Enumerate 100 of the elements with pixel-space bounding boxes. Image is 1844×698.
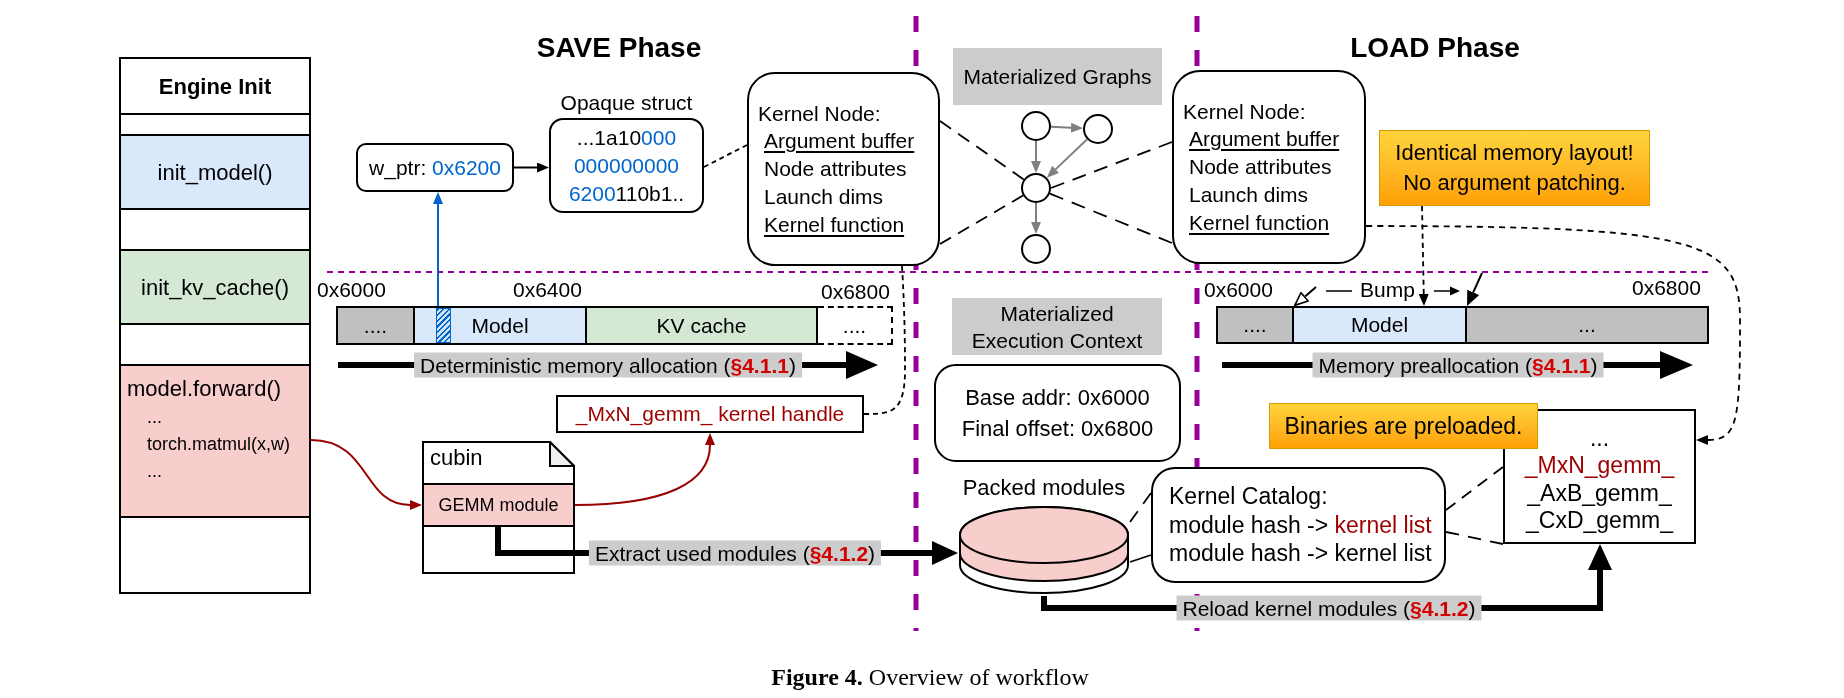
callout-text: Binaries are preloaded. — [1284, 412, 1523, 439]
segment-label: .... — [842, 313, 867, 337]
dashed-line — [703, 144, 748, 168]
dashed-line — [1129, 492, 1152, 523]
callout-text: Identical memory layout! — [1395, 140, 1634, 165]
memory-segment — [1292, 306, 1467, 344]
dashed-line — [863, 265, 906, 415]
dashed-arrow — [1418, 205, 1429, 306]
column-title: Engine Init — [158, 73, 272, 99]
step-row — [119, 249, 311, 323]
arrow-label: Memory preallocation (§4.1.1) — [1312, 352, 1604, 378]
ellipsis-text: ... — [1589, 424, 1610, 451]
cylinder-title: Packed modules — [962, 474, 1126, 500]
callout-text: No argument patching. — [1403, 170, 1626, 195]
code-line: torch.matmul(x,w) — [147, 434, 290, 454]
catalog-entry: module hash -> — [1169, 511, 1329, 538]
arrow — [1031, 202, 1041, 234]
segment-label: KV cache — [656, 313, 747, 337]
ellipsis-text: ... — [147, 461, 162, 481]
section-title: Materialized Graphs — [963, 65, 1152, 88]
address-value: 0x6200 — [432, 155, 501, 179]
field-label: Argument buffer — [1189, 126, 1340, 150]
dashed-line — [1050, 141, 1173, 189]
dashed-line — [1445, 466, 1504, 511]
callout-box — [1269, 403, 1538, 449]
dashed-line — [1129, 554, 1152, 563]
edge-label: Reload kernel modules (§4.1.2) — [1176, 595, 1482, 621]
memory-segment — [336, 306, 415, 345]
caption: Figure 4. Overview of workflow — [771, 663, 1089, 691]
function-label: init_kv_cache() — [141, 274, 289, 300]
callout-box — [1379, 130, 1650, 206]
field-label: Kernel function — [1189, 210, 1330, 234]
hatched-block — [436, 308, 451, 343]
field-label: Argument buffer — [764, 128, 915, 152]
memory-segment — [818, 306, 893, 345]
catalog-entry: module hash -> kernel list — [1169, 540, 1432, 567]
segment-label: Model — [471, 313, 529, 337]
hex-digits: ...1a10 — [576, 125, 642, 149]
context-text: Base addr: 0x6000 — [965, 385, 1150, 410]
field-label: Node attributes — [1189, 154, 1332, 178]
function-label: model.forward() — [127, 376, 282, 401]
catalog-entry: kernel list — [1334, 511, 1432, 538]
phase-title: SAVE Phase — [536, 31, 702, 65]
arrow — [1031, 140, 1041, 173]
arrow — [1467, 272, 1483, 306]
segment-label: Model — [1350, 313, 1409, 336]
kernel-name: _AxB_gemm_ — [1527, 479, 1672, 506]
memory-segment — [585, 306, 818, 345]
ellipsis-text: ... — [147, 407, 162, 427]
catalog-box — [1151, 467, 1446, 583]
phase-title: LOAD Phase — [1350, 31, 1520, 65]
pointer-label: Bump — [1360, 278, 1415, 302]
title-band — [952, 298, 1162, 355]
arrow — [1046, 138, 1089, 178]
edge-label: Extract used modules (§4.1.2) — [588, 540, 882, 566]
arrow — [1050, 122, 1083, 133]
file-label: cubin — [430, 445, 483, 470]
dashed-line — [1445, 531, 1504, 545]
kernel-node-card — [747, 72, 940, 266]
handle-box — [556, 395, 864, 433]
kernel-name: _MxN_gemm_ — [1524, 452, 1675, 478]
arrow — [433, 192, 443, 309]
module-band — [422, 483, 575, 527]
field-label: Launch dims — [764, 184, 884, 208]
step-row — [119, 364, 311, 516]
hex-digits: 000 — [641, 125, 677, 149]
field-label: Kernel function — [764, 212, 905, 236]
segment-label: .... — [1243, 313, 1267, 336]
section-title: Materialized Execution Context — [971, 301, 1143, 352]
address-label: 0x6000 — [317, 278, 386, 302]
pointer-label: w_ptr: — [369, 155, 427, 179]
step-row — [119, 134, 311, 208]
address-label: 0x6800 — [821, 280, 890, 304]
node-heading: Kernel Node: — [758, 101, 881, 125]
dashed-line — [939, 120, 1025, 181]
pointer-box — [356, 143, 514, 192]
arrow — [574, 433, 715, 506]
memory-segment — [1216, 306, 1294, 344]
handle-label: _MxN_gemm_ kernel handle — [575, 402, 845, 426]
hex-digits: 110b1.. — [615, 181, 685, 205]
arrow — [1293, 286, 1317, 307]
kernel-node-card — [1172, 70, 1366, 264]
engine-column — [119, 57, 311, 594]
context-text: Final offset: 0x6800 — [961, 416, 1154, 441]
catalog-heading: Kernel Catalog: — [1169, 483, 1328, 510]
title-band — [953, 48, 1162, 105]
memory-segment — [413, 306, 587, 345]
field-label: Launch dims — [1189, 182, 1309, 206]
function-label: init_model() — [157, 159, 273, 185]
arrow-label: Deterministic memory allocation (§4.1.1) — [414, 352, 802, 378]
arrow — [310, 439, 422, 510]
segment-label: .... — [363, 313, 388, 337]
address-label: 0x6400 — [513, 278, 582, 302]
address-label: 0x6800 — [1632, 276, 1701, 300]
field-label: Node attributes — [764, 156, 907, 180]
address-label: 0x6000 — [1204, 278, 1273, 302]
dashed-arrow — [1365, 225, 1741, 445]
node-heading: Kernel Node: — [1183, 99, 1306, 123]
arrow — [513, 162, 549, 173]
memory-segment — [1465, 306, 1709, 344]
